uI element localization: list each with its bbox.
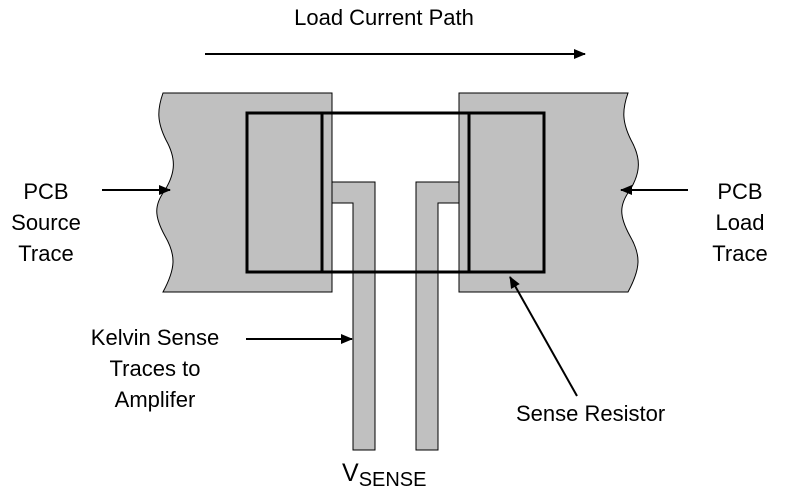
- kelvin-line-3: Amplifer: [114, 387, 196, 412]
- pcb-source-line-1: PCB: [23, 179, 69, 204]
- vsense-subscript: SENSE: [358, 469, 427, 491]
- sense-resistor-text: Sense Resistor: [516, 401, 666, 426]
- vsense-main-text: V: [342, 459, 359, 487]
- sense-resistor-arrow: [509, 276, 578, 397]
- vsense-label: VSENSE: [342, 458, 427, 496]
- kelvin-trace-left: [331, 181, 376, 451]
- pcb-load-line-3: Trace: [712, 241, 768, 266]
- pcb-source-label: PCB Source Trace: [2, 176, 90, 269]
- pcb-load-trace: [458, 92, 639, 293]
- pcb-load-line-2: Load: [715, 210, 765, 235]
- pcb-source-line-2: Source: [11, 210, 81, 235]
- kelvin-sense-label: Kelvin Sense Traces to Amplifer: [60, 322, 250, 415]
- pcb-source-line-3: Trace: [18, 241, 74, 266]
- pcb-load-line-1: PCB: [717, 179, 763, 204]
- kelvin-line-2: Traces to: [109, 356, 201, 381]
- sense-resistor-body: [245, 111, 546, 274]
- current-path-title-text: Load Current Path: [294, 5, 474, 30]
- pcb-source-trace: [156, 92, 333, 293]
- kelvin-line-1: Kelvin Sense: [90, 325, 220, 350]
- current-path-title: Load Current Path: [0, 2, 800, 33]
- pcb-load-label: PCB Load Trace: [700, 176, 780, 269]
- kelvin-trace-right: [415, 181, 460, 451]
- sense-resistor-label: Sense Resistor: [516, 398, 665, 429]
